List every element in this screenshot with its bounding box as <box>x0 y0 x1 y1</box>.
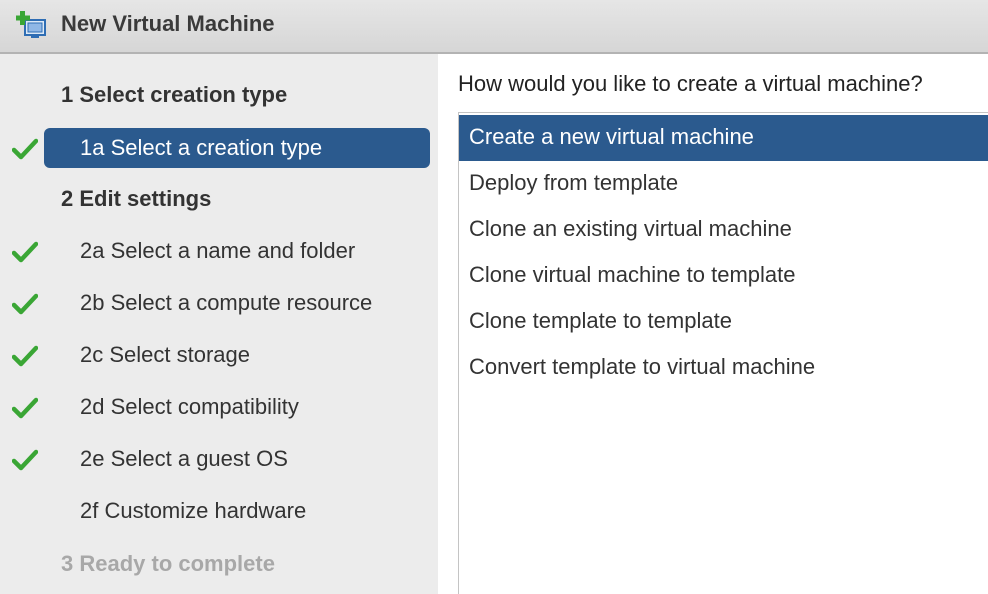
checkmark-icon <box>11 293 39 315</box>
step-2e-select-guest-os[interactable]: 2e Select a guest OS <box>80 446 288 471</box>
checkmark-icon <box>11 241 39 263</box>
step-1-header[interactable]: 1 Select creation type <box>61 82 288 107</box>
step-2f-customize-hardware[interactable]: 2f Customize hardware <box>80 498 307 523</box>
step-2a-select-name-folder[interactable]: 2a Select a name and folder <box>80 238 356 263</box>
step-2c-select-storage[interactable]: 2c Select storage <box>80 342 250 367</box>
checkmark-icon <box>11 345 39 367</box>
creation-type-question: How would you like to create a virtual m… <box>458 71 923 96</box>
window-title: New Virtual Machine <box>61 11 275 36</box>
option-create-new-vm[interactable]: Create a new virtual machine <box>459 115 988 161</box>
option-convert-template-to-vm[interactable]: Convert template to virtual machine <box>469 354 816 379</box>
step-3-ready-to-complete: 3 Ready to complete <box>61 551 275 576</box>
checkmark-icon <box>11 397 39 419</box>
step-2b-select-compute-resource[interactable]: 2b Select a compute resource <box>80 290 373 315</box>
option-deploy-from-template[interactable]: Deploy from template <box>469 170 679 195</box>
option-clone-template-to-template[interactable]: Clone template to template <box>469 308 732 333</box>
creation-type-list: Create a new virtual machine Deploy from… <box>458 112 988 594</box>
checkmark-icon <box>11 138 39 160</box>
checkmark-icon <box>11 449 39 471</box>
step-2d-select-compatibility[interactable]: 2d Select compatibility <box>80 394 299 419</box>
title-bar: New Virtual Machine <box>0 0 988 54</box>
option-clone-vm-to-template[interactable]: Clone virtual machine to template <box>469 262 796 287</box>
wizard-steps-sidebar: 1 Select creation type 1a Select a creat… <box>0 54 438 594</box>
step-2-header[interactable]: 2 Edit settings <box>61 186 212 211</box>
creation-type-panel: How would you like to create a virtual m… <box>438 54 988 594</box>
new-vm-icon <box>16 10 48 40</box>
option-clone-existing-vm[interactable]: Clone an existing virtual machine <box>469 216 792 241</box>
step-1a-select-creation-type[interactable]: 1a Select a creation type <box>44 128 430 168</box>
